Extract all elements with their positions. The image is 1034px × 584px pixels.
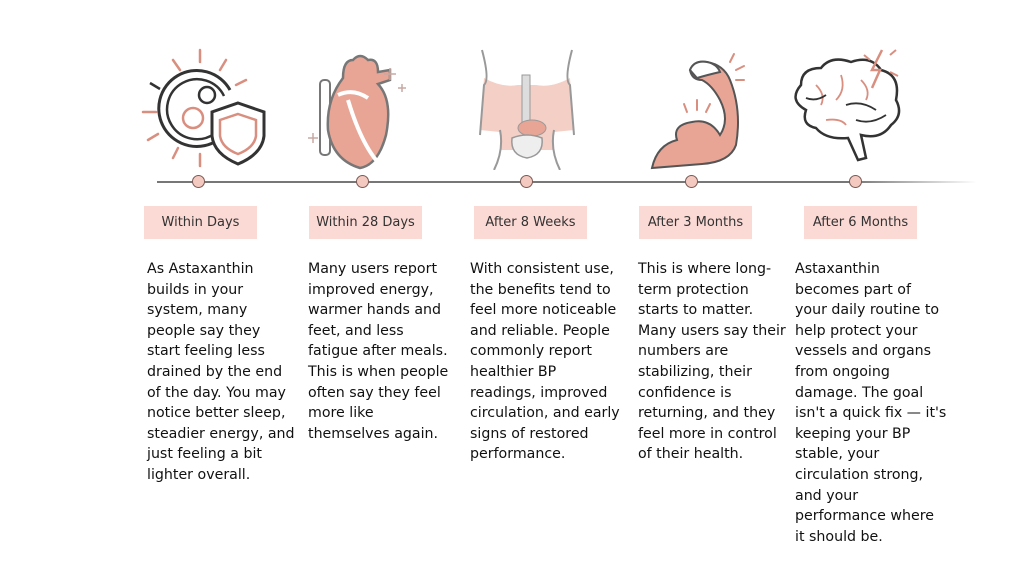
stage-description-5: Astaxanthin becomes part of your daily r… (795, 261, 947, 545)
timeline-dot-5 (849, 175, 862, 188)
stage-label-5: After 6 Months (804, 206, 917, 239)
stage-description-3: With consistent use, the benefits tend t… (470, 261, 620, 463)
brain-icon (794, 49, 901, 162)
cell-shield-icon (141, 48, 266, 168)
timeline-dot-2 (356, 175, 369, 188)
stage-description-1: As Astaxanthin builds in your system, ma… (147, 261, 295, 483)
stage-label-4: After 3 Months (639, 206, 752, 239)
flexed-arm-icon (650, 53, 745, 170)
stage-label-3: After 8 Weeks (474, 206, 587, 239)
stage-label-2: Within 28 Days (309, 206, 422, 239)
stage-label-1: Within Days (144, 206, 257, 239)
heart-icon (308, 54, 406, 170)
timeline-dot-1 (192, 175, 205, 188)
timeline-line (157, 181, 977, 183)
timeline-dot-4 (685, 175, 698, 188)
stage-description-4: This is where long-term protection start… (638, 261, 786, 463)
timeline-dot-3 (520, 175, 533, 188)
torso-icon (479, 49, 575, 170)
stage-description-2: Many users report improved energy, warme… (308, 261, 449, 442)
